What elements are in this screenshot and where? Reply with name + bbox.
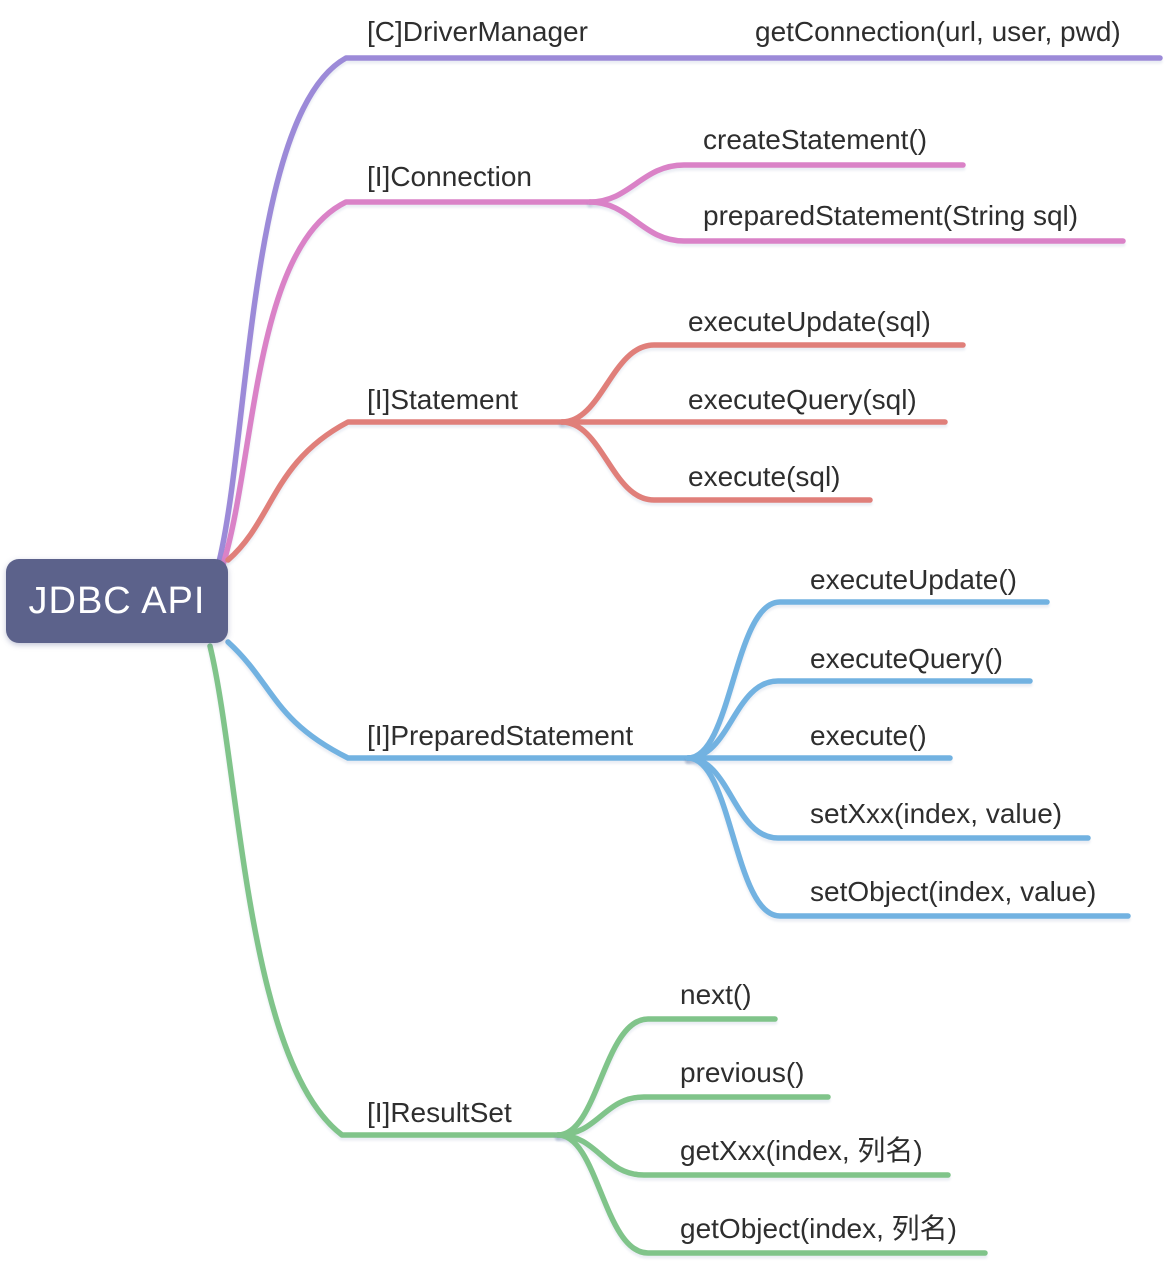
edge-driver-manager [215, 55, 1163, 569]
edge-execute-update-sql [559, 342, 966, 425]
node-execute-query-sql[interactable]: executeQuery(sql) [688, 384, 917, 415]
node-result-set[interactable]: [I]ResultSet [367, 1097, 512, 1128]
root-label: JDBC API [28, 579, 206, 622]
edge-prepared-statement-sql [587, 199, 1126, 244]
node-next[interactable]: next() [680, 979, 752, 1010]
node-driver-manager[interactable]: [C]DriverManager [367, 16, 588, 47]
node-execute-update-sql[interactable]: executeUpdate(sql) [688, 306, 931, 337]
node-previous[interactable]: previous() [680, 1057, 805, 1088]
edge-create-statement [587, 162, 966, 205]
node-get-object[interactable]: getObject(index, 列名) [680, 1213, 957, 1244]
node-get-connection[interactable]: getConnection(url, user, pwd) [755, 16, 1121, 47]
edge-previous [555, 1094, 831, 1138]
node-execute-sql[interactable]: execute(sql) [688, 461, 841, 492]
node-set-xxx[interactable]: setXxx(index, value) [810, 798, 1063, 829]
node-prepared-statement[interactable]: [I]PreparedStatement [367, 720, 634, 751]
node-prepared-statement-sql[interactable]: preparedStatement(String sql) [703, 200, 1079, 231]
node-set-object[interactable]: setObject(index, value) [810, 876, 1097, 907]
edge-execute-update [685, 599, 1050, 761]
node-get-xxx[interactable]: getXxx(index, 列名) [680, 1135, 923, 1166]
edge-next [555, 1016, 778, 1138]
edge-execute-sql [559, 419, 873, 503]
node-create-statement[interactable]: createStatement() [703, 124, 928, 155]
edge-result-set [207, 643, 561, 1138]
node-execute[interactable]: execute() [810, 720, 927, 751]
root-node[interactable]: JDBC API [6, 559, 228, 643]
edge-connection [219, 199, 593, 571]
edge-prepared-statement [225, 639, 691, 761]
edge-set-object [685, 755, 1131, 919]
node-connection[interactable]: [I]Connection [367, 161, 532, 192]
node-execute-update[interactable]: executeUpdate() [810, 564, 1018, 595]
node-execute-query[interactable]: executeQuery() [810, 643, 1003, 674]
node-statement[interactable]: [I]Statement [367, 384, 518, 415]
edge-get-object [555, 1132, 988, 1256]
edge-execute-query [685, 678, 1033, 761]
edge-statement [225, 419, 565, 563]
